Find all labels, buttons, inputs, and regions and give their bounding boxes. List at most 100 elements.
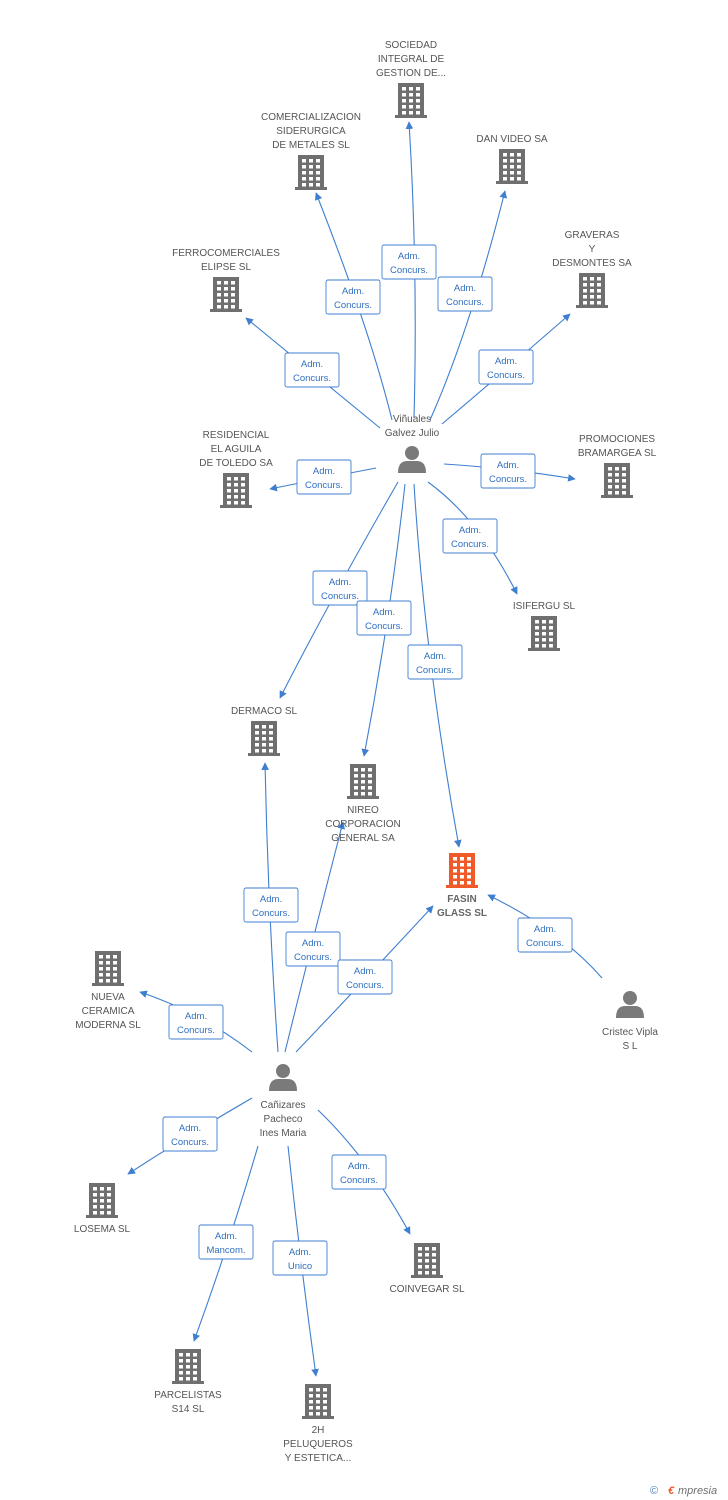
node-fasin[interactable]: FASIN GLASS SL [437, 853, 487, 919]
role-badge[interactable]: Adm.Concurs. [168, 1004, 224, 1040]
building-icon[interactable] [411, 1243, 443, 1278]
role-badge-text: Concurs. [489, 474, 527, 485]
node-label: GESTION DE... [376, 68, 446, 79]
building-icon[interactable] [172, 1349, 204, 1384]
node-danvideo[interactable]: DAN VIDEO SA [476, 134, 548, 184]
person-icon[interactable] [616, 991, 644, 1018]
node-label: GLASS SL [437, 908, 487, 919]
edge-vinuales-comercializacion [314, 192, 393, 421]
role-badge[interactable]: Adm.Concurs. [517, 917, 573, 953]
role-badge[interactable]: Adm.Concurs. [284, 352, 340, 388]
role-badge-box [198, 1224, 254, 1260]
role-badge-text: Adm. [354, 966, 376, 977]
node-isifergu[interactable]: ISIFERGU SL [513, 601, 576, 651]
building-icon[interactable] [295, 155, 327, 190]
role-badge[interactable]: Adm.Concurs. [296, 459, 352, 495]
role-badge-text: Concurs. [346, 980, 384, 991]
role-badge[interactable]: Adm.Concurs. [356, 600, 412, 636]
role-badge-text: Concurs. [294, 952, 332, 963]
role-badge[interactable]: Adm.Concurs. [162, 1116, 218, 1152]
building-icon[interactable] [395, 83, 427, 118]
role-badge-text: Concurs. [365, 621, 403, 632]
node-label: DERMACO SL [231, 706, 298, 717]
person-icon[interactable] [269, 1064, 297, 1091]
role-badge-text: Adm. [313, 466, 335, 477]
role-badge-text: Mancom. [206, 1245, 245, 1256]
node-label: PROMOCIONES [579, 434, 655, 445]
node-label: FASIN [447, 894, 476, 905]
node-losema[interactable]: LOSEMA SL [74, 1183, 131, 1235]
node-label: Y [589, 244, 596, 255]
node-dermaco[interactable]: DERMACO SL [231, 706, 298, 756]
node-label: FERROCOMERCIALES [172, 248, 280, 259]
role-badge[interactable]: Adm.Concurs. [285, 931, 341, 967]
node-label: MODERNA SL [75, 1020, 141, 1031]
building-icon[interactable] [86, 1183, 118, 1218]
building-icon[interactable] [347, 764, 379, 799]
role-badge-box [517, 917, 573, 953]
role-badge-text: Unico [288, 1261, 312, 1272]
role-badge[interactable]: Adm.Concurs. [331, 1154, 387, 1190]
role-badge[interactable]: Adm.Concurs. [325, 279, 381, 315]
node-coinvegar[interactable]: COINVEGAR SL [389, 1243, 465, 1295]
role-badge[interactable]: Adm.Concurs. [480, 453, 536, 489]
building-icon[interactable] [528, 616, 560, 651]
node-label: PELUQUEROS [283, 1439, 353, 1450]
building-icon[interactable] [210, 277, 242, 312]
building-icon[interactable] [601, 463, 633, 498]
role-badge-text: Concurs. [487, 370, 525, 381]
role-badge-text: Concurs. [526, 938, 564, 949]
role-badge-box [407, 644, 463, 680]
node-label: SIDERURGICA [276, 126, 346, 137]
role-badge[interactable]: Adm.Concurs. [243, 887, 299, 923]
building-icon[interactable] [446, 853, 478, 888]
role-badge[interactable]: Adm.Concurs. [407, 644, 463, 680]
building-icon[interactable] [220, 473, 252, 508]
person-icon[interactable] [398, 446, 426, 473]
node-label: Y ESTETICA... [285, 1453, 352, 1464]
role-badge-box [162, 1116, 218, 1152]
brand-name: mpresia [678, 1485, 717, 1497]
node-label: S14 SL [172, 1404, 205, 1415]
role-badge-text: Concurs. [416, 665, 454, 676]
role-badge[interactable]: Adm. Concurs. [337, 959, 393, 995]
role-badge-text: Concurs. [171, 1137, 209, 1148]
building-icon[interactable] [248, 721, 280, 756]
building-icon[interactable] [302, 1384, 334, 1419]
role-badge-text: Concurs. [177, 1025, 215, 1036]
building-icon[interactable] [496, 149, 528, 184]
role-badge[interactable]: Adm. Mancom. [198, 1224, 254, 1260]
role-badge-text: Adm. [329, 577, 351, 588]
role-badge[interactable]: Adm.Concurs. [437, 276, 493, 312]
role-badge[interactable]: Adm.Unico [272, 1240, 328, 1276]
node-label: DE METALES SL [272, 140, 350, 151]
node-label: CORPORACION [325, 819, 401, 830]
role-badge-box [381, 244, 437, 280]
node-label: DAN VIDEO SA [476, 134, 547, 145]
copyright-symbol: © [650, 1485, 658, 1497]
role-badge[interactable]: Adm.Concurs. [381, 244, 437, 280]
building-icon[interactable] [92, 951, 124, 986]
edge-vinuales-danvideo [429, 190, 508, 421]
building-icon[interactable] [576, 273, 608, 308]
role-badge[interactable]: Adm.Concurs. [478, 349, 534, 385]
node-label: CERAMICA [82, 1006, 135, 1017]
role-badge-text: Adm. [215, 1231, 237, 1242]
role-badge[interactable]: Adm.Concurs. [312, 570, 368, 606]
role-badge[interactable]: Adm.Concurs. [442, 518, 498, 554]
